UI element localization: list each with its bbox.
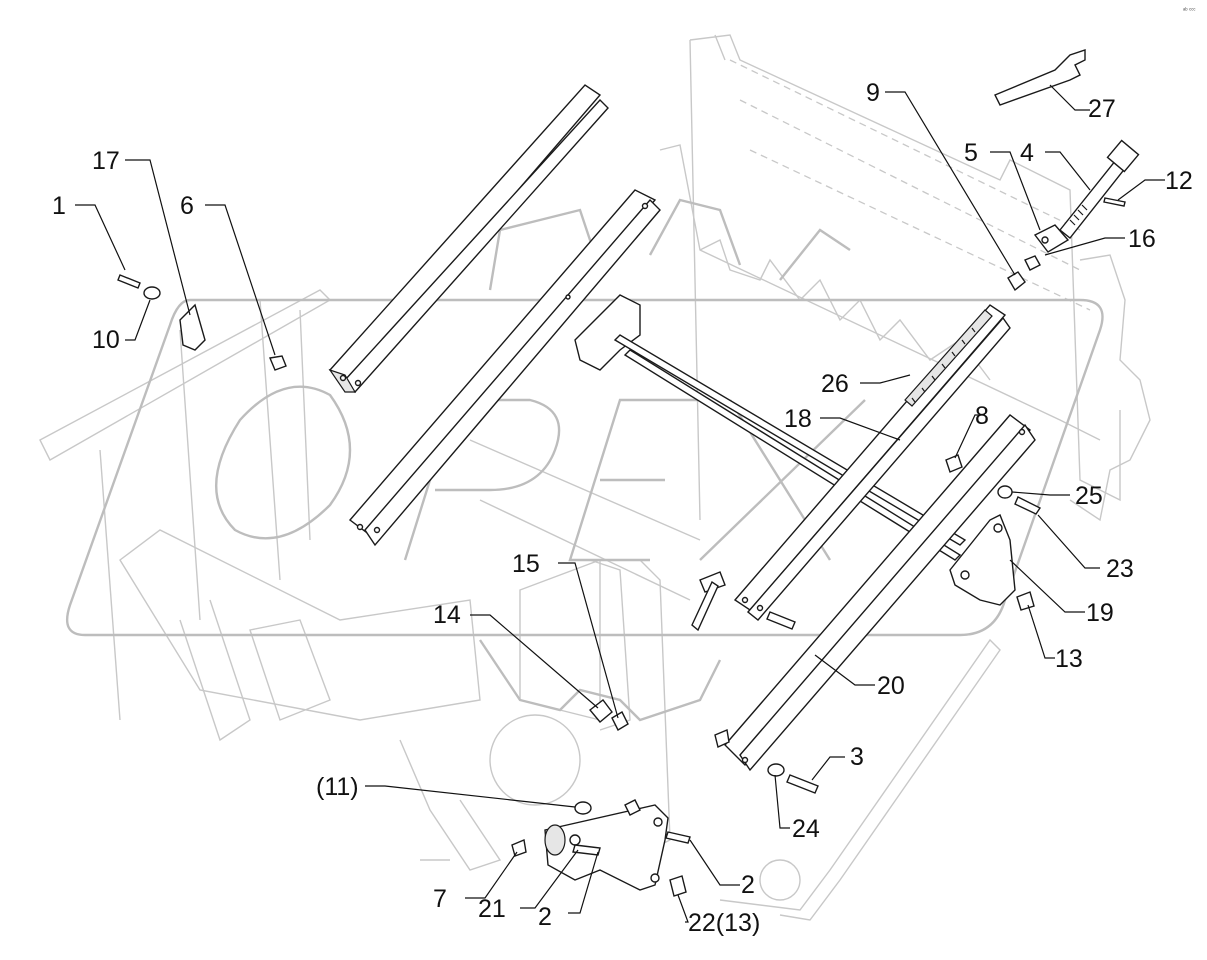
- nut-9: [1007, 255, 1041, 292]
- wrench: [994, 49, 1086, 106]
- callout-16: 16: [1128, 225, 1156, 253]
- link-plate: [544, 804, 669, 891]
- callout-20: 20: [877, 672, 905, 700]
- left-hardware: [117, 274, 287, 371]
- bracket-right: [949, 514, 1016, 606]
- callout-15: 15: [512, 550, 540, 578]
- rail-upper-left: [328, 84, 609, 394]
- callout-8: 8: [975, 402, 989, 430]
- callout-24: 24: [792, 815, 820, 843]
- callout-26: 26: [821, 370, 849, 398]
- callout-6: 6: [180, 192, 194, 220]
- callout-10: 10: [92, 326, 120, 354]
- callout-5: 5: [964, 139, 978, 167]
- callout-21: 21: [478, 895, 506, 923]
- callout-9: 9: [866, 79, 880, 107]
- rail-lower: [724, 414, 1036, 772]
- rail-rack: [733, 304, 1011, 621]
- callout-17: 17: [92, 147, 120, 175]
- callout-3: 3: [850, 743, 864, 771]
- callout-18: 18: [784, 405, 812, 433]
- callout-13-right: 13: [1055, 645, 1083, 673]
- callout-7: 7: [433, 885, 447, 913]
- callout-12: 12: [1165, 167, 1193, 195]
- tension-bolt: [1033, 139, 1140, 253]
- callout-19: 19: [1086, 599, 1114, 627]
- callout-2-right: 2: [741, 871, 755, 899]
- callout-22-13: 22(13): [688, 909, 760, 937]
- callout-27: 27: [1088, 95, 1116, 123]
- callout-2-bottom: 2: [538, 903, 552, 931]
- leader-lines: [75, 84, 1165, 923]
- callout-23: 23: [1106, 555, 1134, 583]
- callout-labels: 1 2 2 3 4 5 6 7 8 9 10 (11) 12 13 14 15 …: [52, 79, 1193, 937]
- parts: [117, 49, 1140, 897]
- callout-1: 1: [52, 192, 66, 220]
- callout-25: 25: [1075, 482, 1103, 510]
- callout-14: 14: [433, 601, 461, 629]
- callout-11: (11): [316, 773, 359, 801]
- corner-mark: ᵃᵇ ᶜᶜᶜ: [1183, 7, 1196, 14]
- rail-middle-left: [348, 189, 661, 547]
- callout-4: 4: [1020, 139, 1034, 167]
